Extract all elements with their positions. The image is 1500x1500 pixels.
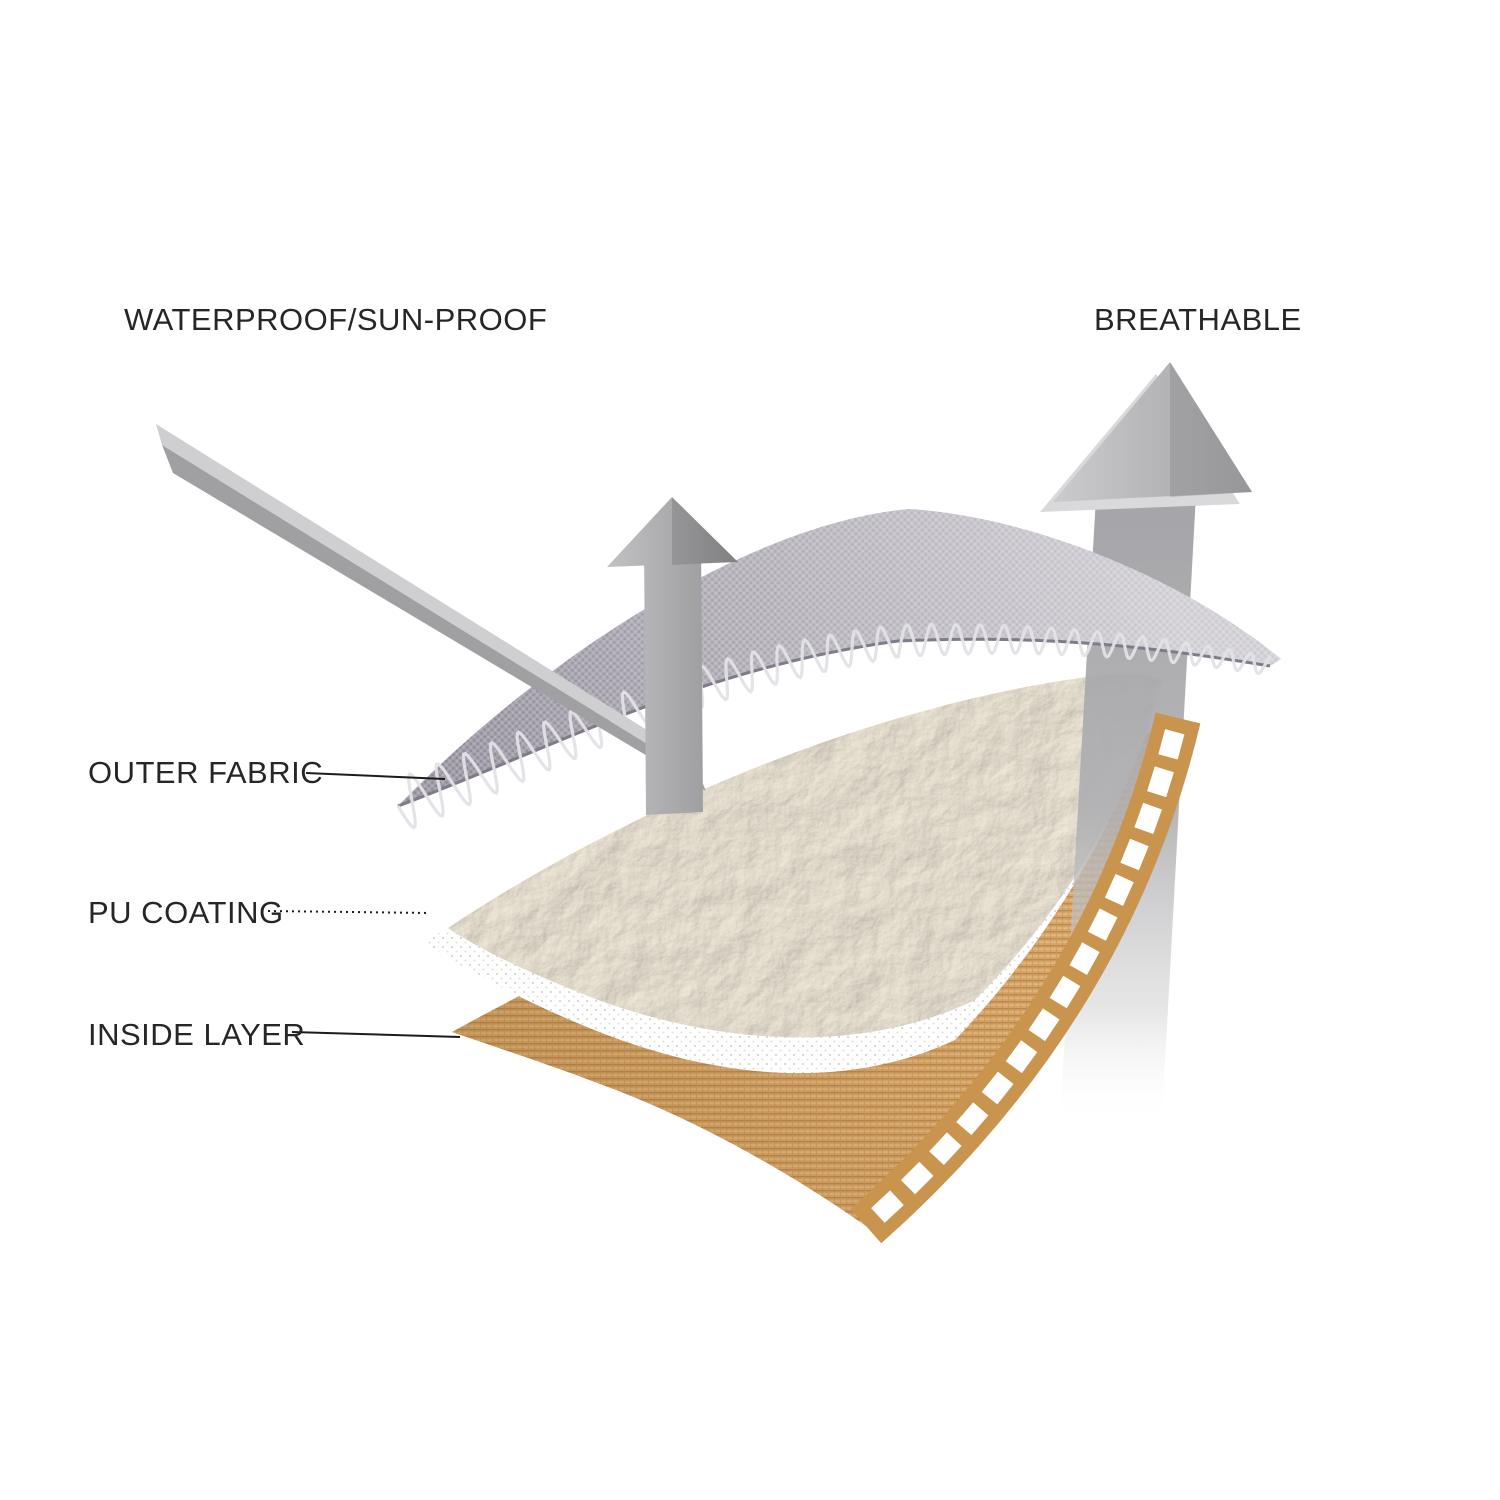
filmstrip-hole	[900, 1161, 934, 1195]
leader-line-inside-layer	[291, 1031, 461, 1038]
label-waterproof: WATERPROOF/SUN-PROOF	[124, 302, 548, 337]
filmstrip-hole	[1147, 766, 1174, 798]
filmstrip-hole	[1087, 908, 1118, 941]
rain-beam-top-face	[156, 424, 699, 776]
mesh-wave	[396, 622, 1272, 830]
reflect-arrow-shaft	[644, 537, 703, 815]
breathable-arrow-head	[1053, 362, 1252, 502]
filmstrip-hole	[981, 1071, 1014, 1105]
filmstrip-hole	[871, 1190, 904, 1223]
filmstrip-hole	[956, 1102, 989, 1136]
reflect-arrow-head	[607, 497, 738, 567]
filmstrip-hole	[929, 1132, 962, 1166]
filmstrip-holes	[871, 729, 1185, 1223]
leader-line-pu-coating	[267, 910, 431, 914]
mesh-front-edge	[397, 637, 1271, 808]
breathable-arrow-head-shade	[1170, 362, 1252, 497]
filmstrip-edge	[850, 712, 1201, 1244]
label-breathable: BREATHABLE	[1094, 302, 1302, 337]
reflect-arrow	[607, 497, 738, 815]
reflect-arrow-head-shade	[672, 497, 738, 565]
filmstrip-hole	[1049, 975, 1081, 1009]
rain-beam-side-face	[162, 445, 706, 791]
filmstrip-hole	[1069, 942, 1100, 975]
outer-fabric-layer	[396, 509, 1281, 830]
filmstrip-hole	[1134, 802, 1162, 835]
filmstrip-hole	[1120, 838, 1149, 871]
label-pu-coating: PU COATING	[88, 895, 284, 930]
filmstrip-hole	[1158, 729, 1185, 760]
leader-line-outer-fabric	[305, 772, 446, 780]
filmstrip-hole	[1104, 873, 1134, 906]
label-outer-fabric: OUTER FABRIC	[88, 755, 324, 790]
filmstrip-hole	[1028, 1008, 1060, 1042]
label-inside-layer: INSIDE LAYER	[88, 1017, 306, 1052]
filmstrip-hole	[1005, 1040, 1038, 1074]
fleece-layer	[448, 673, 1162, 1038]
rain-beam	[156, 424, 706, 791]
